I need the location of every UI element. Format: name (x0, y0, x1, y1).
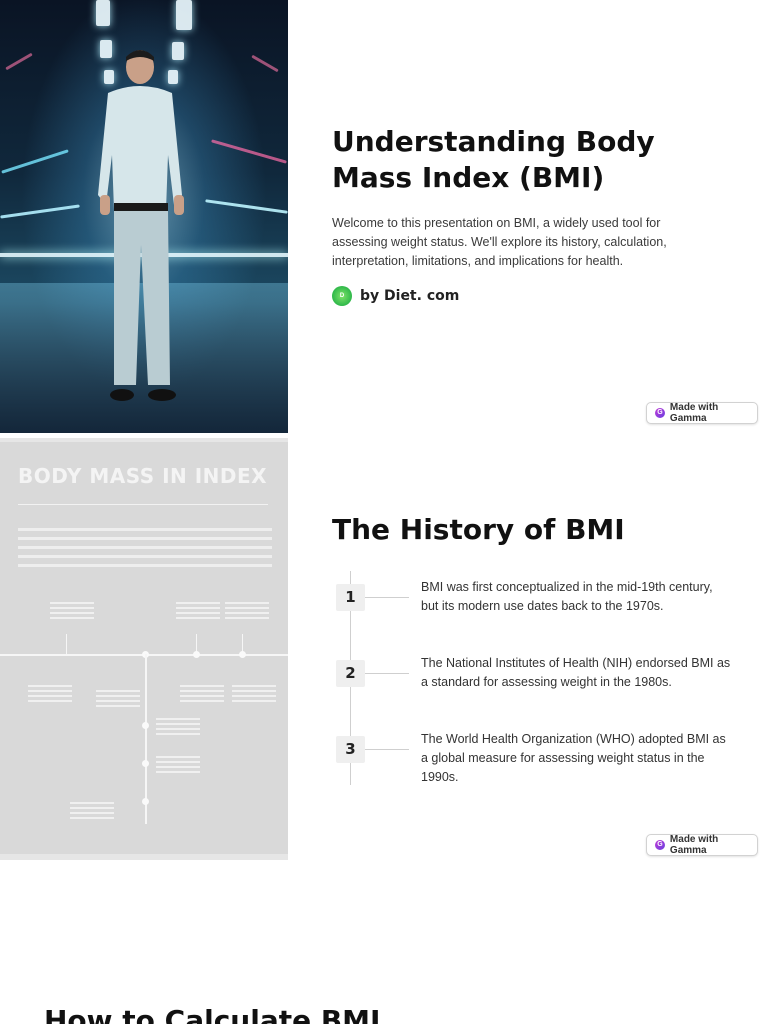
diet-com-logo-icon: D (332, 286, 352, 306)
made-with-gamma-badge[interactable]: G Made with Gamma (646, 402, 758, 424)
intro-paragraph: Welcome to this presentation on BMI, a w… (332, 216, 667, 268)
made-with-gamma-badge[interactable]: G Made with Gamma (646, 834, 758, 856)
timeline-step: 3 The World Health Organization (WHO) ad… (336, 732, 736, 784)
step-number: 2 (336, 660, 365, 687)
calculate-title: How to Calculate BMI (44, 1004, 381, 1024)
step-text: The National Institutes of Health (NIH) … (421, 656, 731, 689)
badge-label: Made with Gamma (669, 402, 719, 424)
bmi-infographic-image: BODY MASS IN INDEX (0, 438, 288, 860)
step-number: 1 (336, 584, 365, 611)
gamma-logo-icon: G (655, 408, 665, 418)
step-number: 3 (336, 736, 365, 763)
history-title: The History of BMI (332, 513, 625, 546)
badge-label: Made with Gamma (669, 834, 719, 856)
person-figure (98, 50, 184, 401)
author-name: by Diet. com (360, 288, 460, 304)
slide-calculation: How to Calculate BMI (0, 866, 768, 1024)
infographic-title: BODY MASS IN INDEX (18, 464, 268, 488)
step-text: BMI was first conceptualized in the mid-… (421, 580, 713, 613)
presentation-title: Understanding Body Mass Index (BMI) (332, 125, 655, 194)
timeline-step: 2 The National Institutes of Health (NIH… (336, 656, 736, 700)
slide-title: Understanding Body Mass Index (BMI) Welc… (0, 0, 768, 433)
author-byline: D by Diet. com (332, 286, 459, 306)
step-text: The World Health Organization (WHO) adop… (421, 732, 726, 784)
timeline-step: 1 BMI was first conceptualized in the mi… (336, 580, 736, 624)
slide-history: BODY MASS IN INDEX The History of BMI 1 … (0, 433, 768, 866)
gamma-logo-icon: G (655, 840, 665, 850)
hero-image (0, 0, 288, 433)
